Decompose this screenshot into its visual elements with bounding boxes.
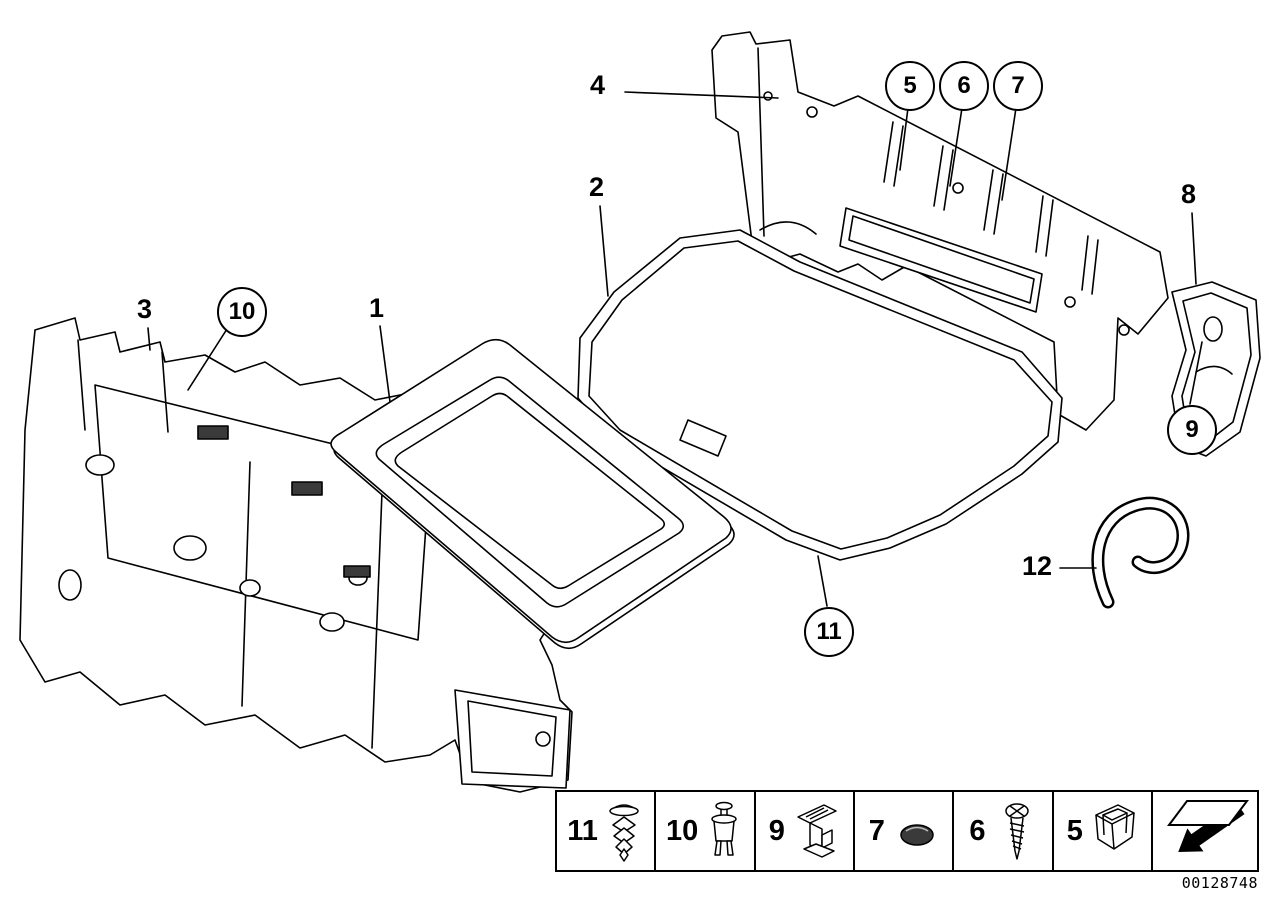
callout-3[interactable]: 3 bbox=[137, 294, 153, 324]
direction-arrow-icon bbox=[1166, 800, 1249, 852]
mounting-clip-icon bbox=[797, 804, 837, 858]
callout-8[interactable]: 8 bbox=[1181, 179, 1197, 209]
screw-icon bbox=[1004, 803, 1029, 860]
expanding-rivet-icon bbox=[609, 804, 639, 862]
legend-item-number: 11 bbox=[567, 814, 598, 847]
part-4-rear-trim-panel-outline bbox=[711, 31, 1169, 431]
legend-cell-6[interactable]: 6 bbox=[954, 792, 1054, 870]
callout-4[interactable]: 4 bbox=[590, 70, 606, 100]
grommet-socket-icon bbox=[1095, 804, 1135, 850]
part-2-floor-trim-outline bbox=[577, 229, 1063, 561]
part-1-trim-panel-outline bbox=[330, 338, 735, 650]
document-number: 00128748 bbox=[1181, 874, 1258, 892]
legend-item-number: 6 bbox=[969, 814, 986, 847]
legend-item-number: 7 bbox=[868, 814, 885, 847]
callout-7[interactable]: 7 bbox=[993, 61, 1043, 111]
callout-9[interactable]: 9 bbox=[1167, 405, 1217, 455]
legend-item-number: 9 bbox=[768, 814, 785, 847]
legend-cell-7[interactable]: 7 bbox=[855, 792, 955, 870]
callout-12[interactable]: 12 bbox=[1022, 551, 1053, 581]
callout-5[interactable]: 5 bbox=[885, 61, 935, 111]
plug-cap-icon bbox=[899, 824, 934, 846]
callout-10[interactable]: 10 bbox=[217, 287, 267, 337]
leader-lines bbox=[147, 91, 1203, 607]
part-12-hook-outline bbox=[1091, 496, 1190, 609]
legend-cell-11[interactable]: 11 bbox=[557, 792, 657, 870]
legend-item-number: 5 bbox=[1066, 814, 1083, 847]
legend-cell-direction-arrow bbox=[1153, 792, 1257, 870]
fastener-legend-table: 11 10 9 bbox=[555, 790, 1259, 872]
legend-cell-10[interactable]: 10 bbox=[656, 792, 756, 870]
callout-6[interactable]: 6 bbox=[939, 61, 989, 111]
legend-cell-5[interactable]: 5 bbox=[1054, 792, 1153, 870]
callout-2[interactable]: 2 bbox=[589, 172, 605, 202]
legend-item-number: 10 bbox=[666, 814, 699, 847]
pin-rivet-icon bbox=[711, 801, 737, 856]
callout-11[interactable]: 11 bbox=[804, 607, 854, 657]
legend-cell-9[interactable]: 9 bbox=[756, 792, 855, 870]
callout-1[interactable]: 1 bbox=[369, 293, 385, 323]
